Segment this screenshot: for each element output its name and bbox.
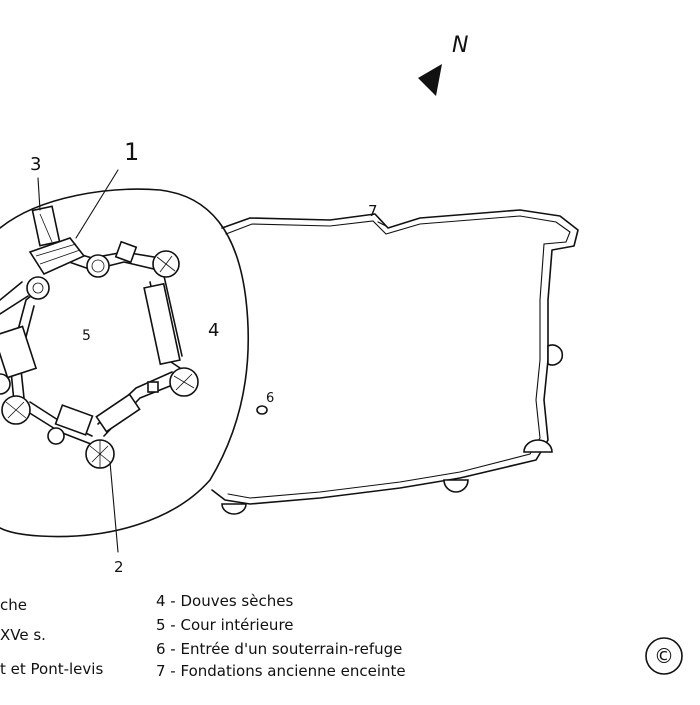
leader-line-7 [377,221,387,227]
copyright-circle [645,637,683,675]
label-2: 2 [114,558,124,576]
souterrain-entrance [256,405,268,415]
keep-hatch [39,213,53,243]
ancient-enclosure-inner [225,215,571,499]
legend-left-item: che [0,596,27,614]
north-label: N [452,33,468,58]
label-1: 1 [124,138,139,166]
round-tower [26,276,50,300]
dry-moat-outline [0,188,249,538]
small-turret [147,381,159,393]
legend-item-7: 7 - Fondations ancienne enceinte [156,662,406,680]
legend-left-item: t et Pont-levis [0,660,104,678]
round-tower-hatch [173,373,195,391]
wall-east-inner [163,275,183,357]
round-tower-hatch [5,401,27,419]
west-building [0,325,38,379]
label-5: 5 [82,328,91,344]
round-tower-core [91,259,105,273]
legend-item-5: 5 - Cour intérieure [156,616,294,634]
wall-northwest [0,281,23,301]
square-turret [114,240,138,264]
label-6: 6 [266,391,274,406]
enclosure-bastion [221,503,247,515]
south-building [54,404,94,436]
round-tower [0,373,11,395]
round-tower-hatch [89,440,111,468]
label-7: 7 [368,202,378,220]
label-3: 3 [30,154,41,175]
round-tower [47,427,65,445]
round-tower [86,254,110,278]
legend-item-6: 6 - Entrée d'un souterrain-refuge [156,640,403,658]
north-arrow-head [418,64,442,96]
keep-structure [28,205,86,276]
enclosure-bastion [547,344,564,366]
ancient-enclosure-outer [211,209,579,505]
enclosure-bastion [523,439,553,453]
keep-1 [28,237,86,276]
wall-northwest-inner [0,295,29,315]
keep-hatch [35,243,77,257]
north-arrow: N [418,33,468,96]
leader-line-3 [37,177,41,211]
entrance-building [95,393,141,433]
leader-line-1 [75,169,119,239]
leader-line-2 [109,461,119,553]
keep-tower-3 [31,205,61,247]
label-4: 4 [208,320,219,341]
round-towers [0,240,199,469]
legend-item-4: 4 - Douves sèches [156,592,294,610]
keep-hatch [39,249,81,265]
copyright-symbol: © [654,644,674,668]
legend-left-item: XVe s. [0,626,46,644]
round-tower-hatch [156,255,176,273]
round-tower-core [32,282,44,294]
enclosure-bastion [443,479,469,493]
east-building [143,282,181,366]
